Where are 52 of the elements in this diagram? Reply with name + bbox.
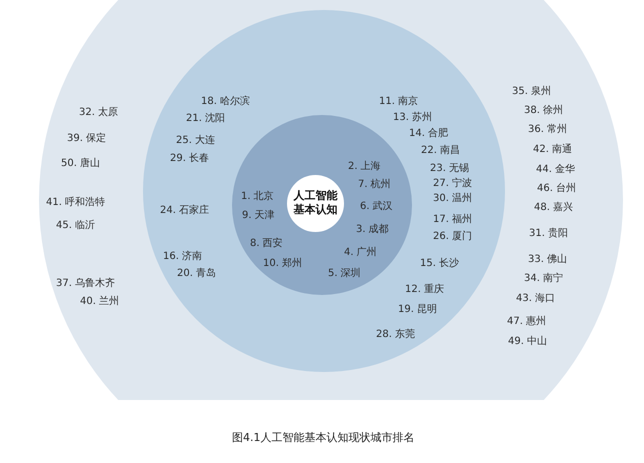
city-label: 23. 无锡	[430, 163, 470, 175]
city-label: 43. 海口	[516, 293, 556, 305]
city-label: 29. 长春	[170, 153, 210, 165]
city-label: 18. 哈尔滨	[201, 96, 250, 108]
city-label: 33. 佛山	[528, 254, 568, 266]
city-label: 40. 兰州	[80, 296, 120, 308]
city-label: 1. 北京	[241, 191, 274, 203]
city-label: 16. 济南	[163, 251, 202, 263]
city-label: 14. 合肥	[409, 128, 448, 140]
city-label: 25. 大连	[176, 135, 216, 147]
city-label: 44. 金华	[536, 164, 576, 176]
city-label: 48. 嘉兴	[534, 202, 574, 214]
city-label: 2. 上海	[348, 161, 381, 173]
city-label: 36. 常州	[528, 124, 568, 136]
city-label: 31. 贵阳	[529, 228, 568, 240]
city-label: 49. 中山	[508, 336, 548, 348]
city-label: 24. 石家庄	[160, 205, 210, 217]
caption: 图4.1人工智能基本认知现状城市排名	[232, 430, 414, 445]
city-label: 42. 南通	[533, 144, 572, 156]
city-label: 28. 东莞	[376, 329, 416, 341]
city-label: 3. 成都	[356, 224, 389, 236]
city-label: 32. 太原	[79, 107, 118, 119]
city-label: 47. 惠州	[507, 316, 546, 328]
city-label: 41. 呼和浩特	[46, 197, 106, 209]
city-label: 21. 沈阳	[186, 113, 226, 125]
city-label: 6. 武汉	[360, 201, 393, 213]
city-label: 27. 宁波	[433, 178, 472, 190]
city-label: 4. 广州	[344, 247, 377, 259]
city-label: 22. 南昌	[421, 145, 460, 157]
city-label: 5. 深圳	[328, 268, 361, 280]
city-label: 19. 昆明	[398, 304, 438, 316]
city-label: 7. 杭州	[358, 179, 391, 191]
city-label: 45. 临沂	[56, 220, 96, 232]
city-label: 13. 苏州	[393, 112, 432, 124]
center-label: 人工智能基本认知	[292, 189, 338, 217]
city-label: 26. 厦门	[433, 231, 472, 243]
city-label: 38. 徐州	[524, 105, 564, 117]
city-label: 10. 郑州	[263, 258, 302, 270]
city-label: 12. 重庆	[405, 284, 444, 296]
city-label: 50. 唐山	[61, 158, 100, 170]
city-label: 30. 温州	[433, 193, 472, 205]
city-label: 39. 保定	[67, 133, 106, 145]
city-label: 35. 泉州	[512, 86, 552, 98]
city-label: 46. 台州	[537, 183, 576, 195]
city-label: 11. 南京	[379, 96, 418, 108]
city-label: 20. 青岛	[177, 268, 216, 280]
city-label: 34. 南宁	[524, 273, 564, 285]
city-label: 9. 天津	[242, 210, 275, 222]
city-label: 37. 乌鲁木齐	[56, 278, 116, 290]
city-label: 17. 福州	[433, 214, 472, 226]
city-label: 8. 西安	[250, 238, 283, 250]
city-label: 15. 长沙	[420, 258, 460, 270]
